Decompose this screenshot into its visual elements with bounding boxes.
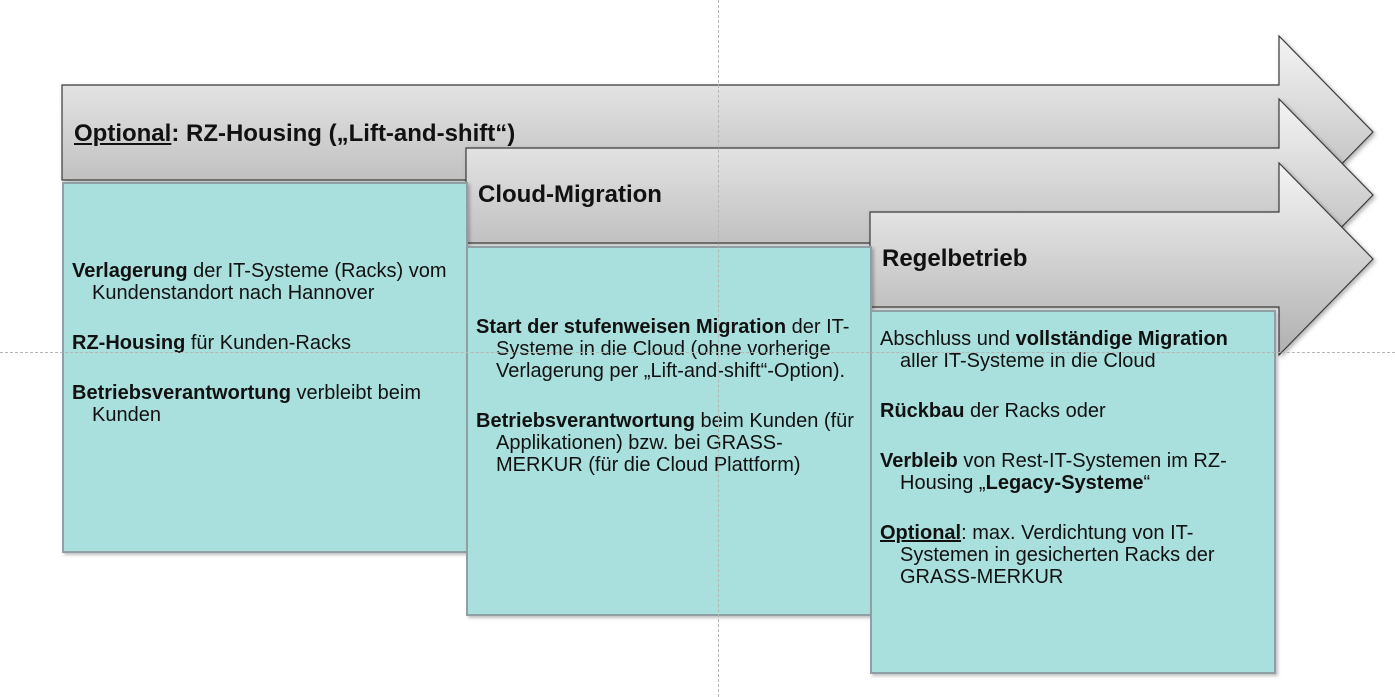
vertical-guide-line xyxy=(718,0,719,697)
arrow-title-migration: Cloud-Migration xyxy=(478,181,662,208)
arrow-regelbetrieb xyxy=(869,161,1374,357)
betrieb-item-abschluss: Abschluss und vollständige Migration all… xyxy=(880,328,1228,372)
betrieb-item-verbleib: Verbleib von Rest-IT-Systemen im RZ-Hous… xyxy=(880,450,1227,494)
arrow-title-housing: Optional: RZ-Housing („Lift-and-shift“) xyxy=(74,120,515,148)
title-housing: : RZ-Housing („Lift-and-shift“) xyxy=(171,120,516,147)
housing-item-verlagerung: Verlagerung der IT-Systeme (Racks) vom K… xyxy=(72,260,447,304)
housing-item-betriebsverantwortung: Betriebsverantwortung verbleibt beim Kun… xyxy=(72,382,421,426)
title-optional: Optional xyxy=(74,120,172,147)
housing-item-rz-housing: RZ-Housing für Kunden-Racks xyxy=(72,332,351,354)
panel-betrieb: Abschluss und vollständige Migration all… xyxy=(870,310,1276,674)
arrow-title-betrieb: Regelbetrieb xyxy=(882,245,1028,272)
betrieb-item-rueckbau: Rückbau der Racks oder xyxy=(880,400,1106,422)
panel-migration: Start der stufenweisen Migration der IT-… xyxy=(466,246,872,616)
panel-housing: Verlagerung der IT-Systeme (Racks) vom K… xyxy=(62,182,468,553)
migration-item-betriebsverantwortung: Betriebsverantwortung beim Kunden (für A… xyxy=(476,410,854,476)
migration-item-start: Start der stufenweisen Migration der IT-… xyxy=(476,316,850,382)
betrieb-item-optional: Optional: max. Verdichtung von IT-System… xyxy=(880,522,1215,588)
horizontal-guide-line xyxy=(0,352,1395,353)
